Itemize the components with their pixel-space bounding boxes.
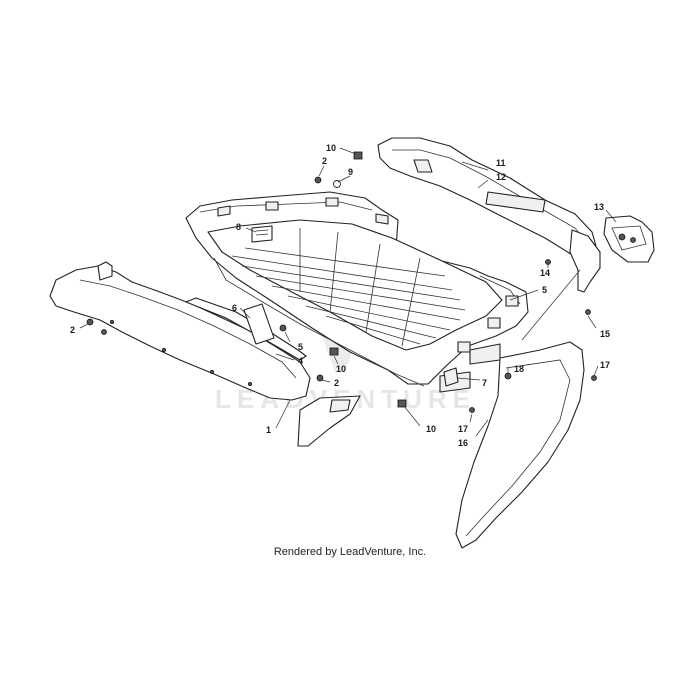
callout-14: 14 — [540, 268, 550, 278]
part-16-right-fender — [455, 341, 585, 549]
callout-8: 8 — [236, 222, 241, 232]
callout-2: 2 — [322, 156, 327, 166]
leader-lines — [79, 147, 617, 437]
callout-12: 12 — [496, 172, 506, 182]
part-1-mud-guard — [297, 395, 361, 447]
callout-10: 10 — [326, 143, 336, 153]
part-7-reflector — [443, 367, 459, 387]
callout-3: 4 — [298, 356, 303, 366]
callout-10: 10 — [426, 424, 436, 434]
callout-17: 17 — [600, 360, 610, 370]
part-14-fin — [569, 229, 601, 293]
callout-labels: 10 2 9 8 11 12 13 14 5 15 17 18 7 17 16 … — [70, 143, 610, 448]
screw-icon — [101, 329, 107, 335]
part-11-right-upper-panel — [377, 137, 597, 259]
callout-10: 10 — [336, 364, 346, 374]
nut-icon — [469, 407, 475, 413]
callout-16: 16 — [458, 438, 468, 448]
screw-icon — [316, 374, 324, 382]
screw-icon — [86, 318, 94, 326]
callout-9: 9 — [348, 167, 353, 177]
part-3-trim-strip — [185, 297, 307, 361]
callout-18: 18 — [514, 364, 524, 374]
callout-4: 5 — [298, 342, 303, 352]
callout-17: 17 — [458, 424, 468, 434]
clip-icon — [353, 151, 363, 160]
callout-1: 1 — [266, 425, 271, 435]
callout-2: 2 — [334, 378, 339, 388]
callout-15: 15 — [600, 329, 610, 339]
callout-11: 11 — [496, 158, 506, 168]
part-5-cargo-bed — [185, 191, 529, 393]
part-1-left-panel — [49, 261, 311, 401]
clip-icon — [397, 399, 407, 408]
callout-5: 5 — [542, 285, 547, 295]
callout-13: 13 — [594, 202, 604, 212]
part-6-decal — [243, 303, 275, 345]
grommet-icon — [333, 180, 341, 188]
hardware — [86, 151, 597, 413]
callout-2: 2 — [70, 325, 75, 335]
nut-icon — [591, 375, 597, 381]
callout-6: 6 — [232, 303, 237, 313]
clip-icon — [329, 347, 339, 356]
nut-icon — [585, 309, 591, 315]
part-13-bracket — [603, 215, 655, 263]
callout-7: 7 — [482, 378, 487, 388]
rivet-icon — [279, 324, 287, 332]
render-credit: Rendered by LeadVenture, Inc. — [273, 546, 427, 558]
screw-icon — [314, 176, 322, 184]
